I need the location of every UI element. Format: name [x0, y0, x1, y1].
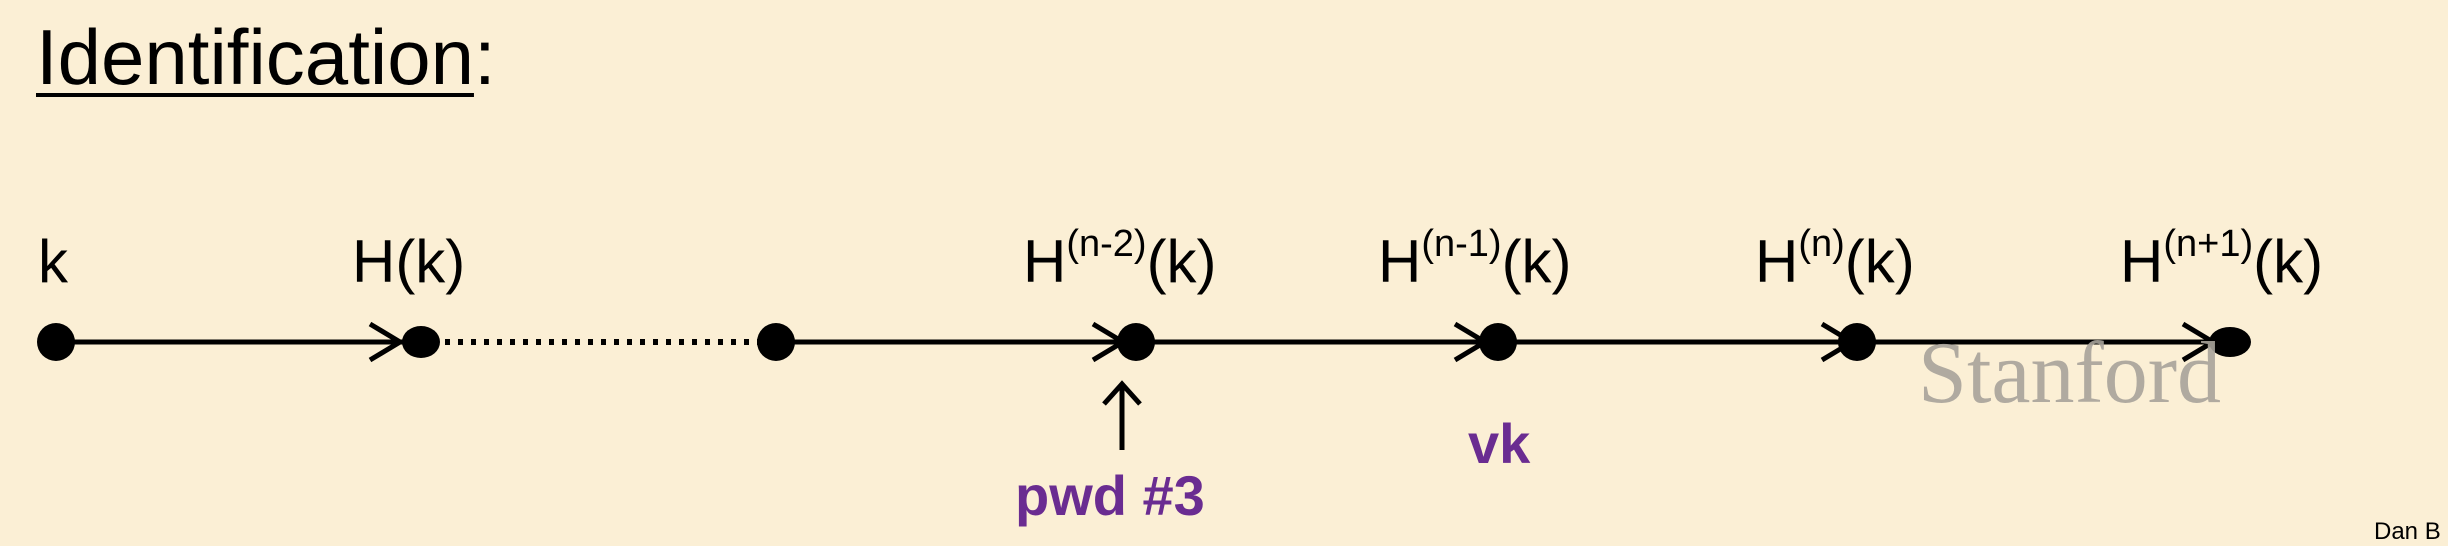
title-text: Identification: [36, 13, 474, 101]
author-credit: Dan B: [2374, 518, 2441, 545]
label-h-n-plus-1-exponent: (n+1): [2163, 223, 2254, 265]
annotation-pwd: pwd #3: [1015, 464, 1205, 527]
label-h-n-plus-1-arg: (k): [2253, 228, 2324, 295]
node-hn: [1838, 323, 1876, 361]
stanford-watermark: Stanford: [1918, 325, 2222, 422]
label-h-n-minus-1-arg: (k): [1501, 228, 1572, 295]
label-h-k: H(k): [352, 228, 466, 295]
label-h-n-minus-1: H(n-1)(k): [1378, 225, 1572, 292]
label-h-n-plus-1: H(n+1)(k): [2120, 225, 2323, 292]
label-h-n-minus-2-exponent: (n-2): [1066, 223, 1147, 265]
label-h-n-exponent: (n): [1798, 223, 1845, 265]
label-h-n: H(n)(k): [1755, 225, 1915, 292]
slide-title: Identification:: [36, 18, 496, 96]
node-chain-middle: [757, 323, 795, 361]
label-h-n-plus-1-base: H: [2120, 228, 2164, 295]
node-hn+1: [2209, 327, 2251, 357]
node-k: [37, 323, 75, 361]
label-h-n-minus-1-exponent: (n-1): [1421, 223, 1502, 265]
label-h-n-minus-2-arg: (k): [1146, 228, 1217, 295]
arrowhead-hk: [368, 321, 405, 363]
annotation-vk: vk: [1468, 412, 1531, 475]
label-h-n-minus-1-base: H: [1378, 228, 1422, 295]
node-hn-1: [1479, 323, 1517, 361]
label-k: k: [38, 228, 68, 295]
node-hn-2: [1117, 323, 1155, 361]
node-hk: [402, 326, 440, 358]
label-h-n-minus-2: H(n-2)(k): [1023, 225, 1217, 292]
pointer-arrow-head: [1102, 380, 1142, 406]
title-colon: :: [473, 13, 496, 101]
label-h-n-base: H: [1755, 228, 1799, 295]
label-h-n-arg: (k): [1844, 228, 1915, 295]
label-h-n-minus-2-base: H: [1023, 228, 1067, 295]
